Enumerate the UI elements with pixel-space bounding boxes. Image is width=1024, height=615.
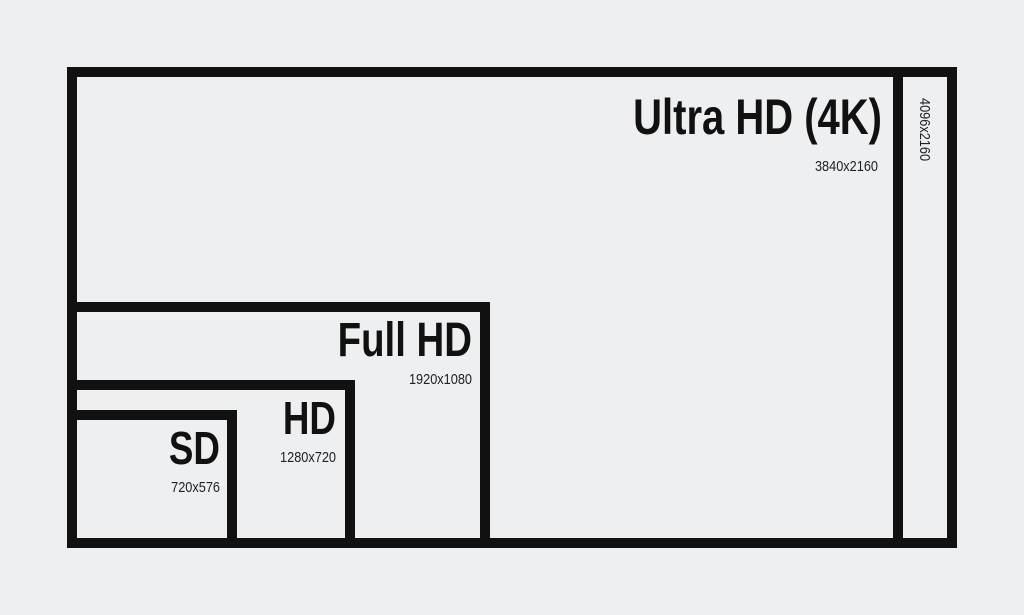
sd-frame <box>72 410 237 543</box>
dci-4k-size: 4096x2160 <box>917 98 934 161</box>
uhd-4k-title: Ultra HD (4K) <box>633 89 882 145</box>
sd-title: SD <box>169 422 220 474</box>
full-hd-frame <box>72 302 490 543</box>
uhd-4k-size: 3840x2160 <box>815 157 878 174</box>
hd-size: 1280x720 <box>280 448 336 465</box>
hd-title: HD <box>283 392 336 444</box>
full-hd-size: 1920x1080 <box>409 370 472 387</box>
sd-size: 720x576 <box>171 478 220 495</box>
hd-frame <box>72 380 355 543</box>
full-hd-title: Full HD <box>338 314 472 367</box>
